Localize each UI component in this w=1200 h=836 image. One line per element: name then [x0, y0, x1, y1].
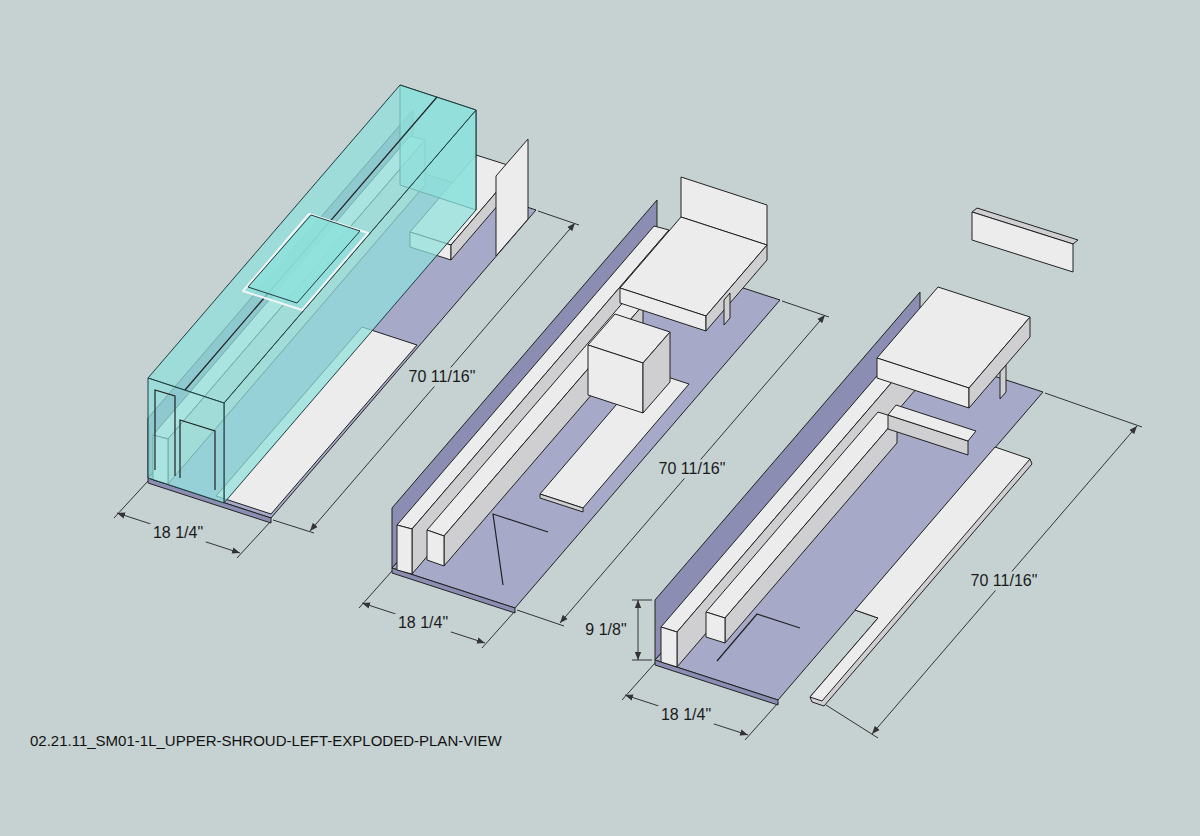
rail-end	[706, 612, 725, 643]
white-strip-edge	[540, 494, 583, 512]
dimensions	[114, 211, 1142, 740]
upright-fin	[496, 139, 528, 256]
extension-line	[273, 520, 314, 533]
dimension-label: 18 1/4"	[395, 613, 451, 632]
dimension-line	[560, 315, 825, 623]
floating-plate	[972, 212, 1073, 272]
dimension-label: 9 1/8"	[582, 620, 629, 639]
profile-line	[180, 420, 215, 490]
slot-line	[493, 514, 548, 585]
cover-window	[243, 214, 368, 310]
rail-end	[427, 530, 444, 566]
assembly-exploded	[655, 208, 1078, 706]
dimension-line	[625, 695, 748, 735]
block-leg	[1000, 365, 1006, 399]
dimension-label: 70 11/16"	[656, 459, 729, 478]
angle-block-top	[888, 405, 976, 441]
extension-line	[482, 611, 515, 648]
groove-line	[185, 97, 437, 390]
drawing-caption: 02.21.11_SM01-1L_UPPER-SHROUD-LEFT-EXPLO…	[30, 732, 502, 750]
dimension-line	[362, 603, 485, 643]
extension-line	[237, 521, 271, 558]
slot-line	[717, 614, 800, 661]
cover-front	[148, 378, 224, 503]
plate-edge	[655, 660, 778, 705]
dimension-line	[310, 223, 575, 531]
block-leg	[724, 293, 730, 325]
extension-line	[359, 571, 392, 608]
rail-end	[661, 627, 677, 667]
cover-top	[148, 85, 476, 403]
back-block-front	[620, 288, 706, 331]
cover-window-inner	[248, 215, 360, 303]
dimension-label: 70 11/16"	[968, 571, 1041, 590]
upper-block-side	[969, 317, 1030, 408]
step-block-side	[643, 332, 670, 413]
extension-line	[517, 610, 564, 626]
dimension-line	[117, 513, 240, 553]
dimension-label: 18 1/4"	[150, 523, 206, 542]
extension-line	[632, 600, 652, 601]
dimension-label: 70 11/16"	[406, 367, 479, 386]
extension-line	[826, 705, 878, 738]
back-block-side	[706, 245, 767, 331]
upper-block-front	[877, 358, 969, 408]
extension-line	[538, 211, 579, 225]
extension-line	[1045, 393, 1142, 427]
dimension-line	[872, 426, 1137, 734]
dimension-label: 18 1/4"	[658, 705, 714, 724]
profile-line	[155, 390, 175, 476]
plate-edge	[392, 568, 515, 613]
extension-line	[632, 660, 652, 661]
rail-end	[397, 525, 412, 574]
extension-line	[622, 663, 655, 700]
extension-line	[745, 703, 778, 740]
extension-line	[782, 301, 829, 317]
dimension-line	[638, 600, 639, 660]
rail-top	[706, 412, 897, 618]
step-block-front	[588, 345, 643, 413]
extension-line	[114, 481, 148, 518]
